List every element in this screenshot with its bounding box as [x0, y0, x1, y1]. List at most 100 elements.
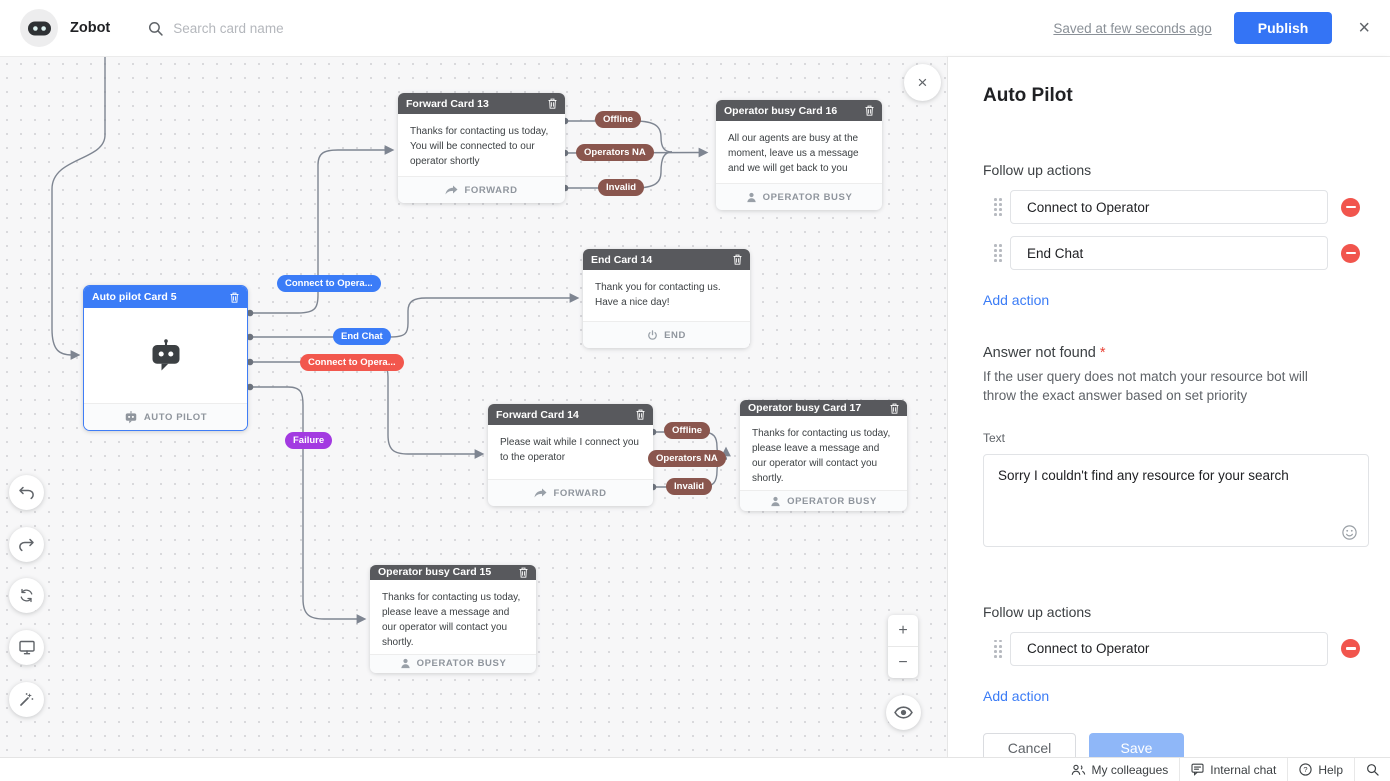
action-row [983, 236, 1368, 270]
action-row [983, 190, 1368, 224]
flow-card-forward-14[interactable]: Forward Card 14 Please wait while I conn… [488, 404, 653, 506]
card-message: Thanks for contacting us today, You will… [410, 126, 549, 167]
action-input[interactable] [1010, 190, 1328, 224]
preview-screen-button[interactable] [9, 630, 44, 665]
text-field-label: Text [983, 430, 1006, 445]
card-title: Operator busy Card 15 [378, 566, 492, 579]
search-icon [149, 21, 163, 36]
branch-label-connect-to-operator[interactable]: Connect to Opera... [277, 275, 381, 292]
answer-not-found-text: Answer not found [983, 345, 1096, 361]
emoji-picker-icon[interactable] [1342, 525, 1357, 540]
card-message: Thank you for contacting us. Have a nice… [595, 282, 721, 308]
delete-card-icon[interactable] [230, 292, 239, 303]
undo-button[interactable] [9, 475, 44, 510]
branch-label-failure[interactable]: Failure [285, 432, 333, 449]
card-title: Forward Card 14 [496, 408, 579, 421]
required-asterisk: * [1099, 345, 1106, 361]
my-colleagues-button[interactable]: My colleagues [1060, 758, 1180, 781]
delete-card-icon[interactable] [865, 105, 874, 116]
action-input[interactable] [1010, 236, 1328, 270]
followup-actions-label: Follow up actions [983, 603, 1092, 620]
svg-text:?: ? [1304, 765, 1308, 774]
auto-pilot-settings-panel: Auto Pilot Follow up actions Add action … [947, 57, 1390, 757]
card-type-label: FORWARD [553, 487, 607, 499]
flow-canvas[interactable]: Forward Card 13 Thanks for contacting us… [0, 57, 947, 757]
forward-icon [445, 185, 458, 195]
zoom-out-button[interactable]: − [898, 653, 908, 671]
flow-card-forward-13[interactable]: Forward Card 13 Thanks for contacting us… [398, 93, 565, 203]
save-status-link[interactable]: Saved at few seconds ago [1053, 20, 1212, 36]
zoom-in-button[interactable]: + [898, 621, 908, 639]
flow-card-operator-busy-17[interactable]: Operator busy Card 17 Thanks for contact… [740, 400, 907, 511]
card-title: Operator busy Card 16 [724, 104, 838, 117]
card-message: Thanks for contacting us today, please l… [752, 428, 891, 485]
remove-action-button[interactable] [1341, 243, 1360, 263]
add-action-link[interactable]: Add action [983, 687, 1050, 704]
add-action-link[interactable]: Add action [983, 292, 1050, 308]
action-input[interactable] [1010, 631, 1328, 666]
flow-card-operator-busy-16[interactable]: Operator busy Card 16 All our agents are… [716, 100, 882, 210]
branch-label-invalid[interactable]: Invalid [598, 179, 645, 196]
save-button[interactable]: Save [1089, 732, 1184, 757]
forward-icon [534, 488, 547, 498]
robot-face-icon [27, 21, 51, 35]
card-message: Please wait while I connect you to the o… [500, 437, 639, 463]
delete-card-icon[interactable] [733, 254, 742, 265]
magic-wand-button[interactable] [9, 682, 44, 717]
colleagues-icon [1071, 764, 1085, 775]
search-input[interactable] [173, 20, 474, 36]
text-field-wrap: Sorry I couldn't find any resource for y… [983, 453, 1369, 552]
delete-card-icon[interactable] [519, 567, 528, 578]
redo-button[interactable] [9, 527, 44, 562]
delete-card-icon[interactable] [636, 409, 645, 420]
action-row [983, 631, 1368, 666]
operator-icon [400, 659, 410, 669]
answer-text-area[interactable]: Sorry I couldn't find any resource for y… [983, 453, 1369, 547]
flow-card-auto-pilot-5[interactable]: Auto pilot Card 5 AUTO PILOT [83, 285, 248, 431]
robot-icon [125, 410, 137, 423]
branch-label-end-chat[interactable]: End Chat [333, 328, 391, 345]
preview-eye-button[interactable] [886, 695, 921, 730]
panel-title: Auto Pilot [983, 85, 1073, 106]
internal-chat-icon [1191, 763, 1204, 776]
help-button[interactable]: ? Help [1287, 758, 1354, 781]
cancel-button[interactable]: Cancel [983, 732, 1076, 757]
search-icon [1367, 764, 1379, 776]
status-bar: My colleagues Internal chat ? Help [0, 757, 1390, 781]
remove-action-button[interactable] [1341, 197, 1360, 217]
card-type-label: FORWARD [464, 184, 518, 196]
divider [888, 646, 918, 647]
remove-action-button[interactable] [1341, 639, 1360, 659]
magic-wand-icon [20, 693, 34, 706]
branch-label-invalid[interactable]: Invalid [666, 478, 713, 495]
drag-handle-icon[interactable] [994, 639, 1002, 658]
answer-not-found-description: If the user query does not match your re… [983, 369, 1308, 403]
global-search-button[interactable] [1354, 758, 1390, 781]
answer-not-found-label: Answer not found * [983, 345, 1368, 361]
flow-card-operator-busy-15[interactable]: Operator busy Card 15 Thanks for contact… [370, 565, 536, 673]
delete-card-icon[interactable] [890, 403, 899, 414]
close-panel-button[interactable]: × [904, 64, 941, 101]
branch-label-offline[interactable]: Offline [664, 422, 711, 439]
publish-button[interactable]: Publish [1233, 12, 1333, 44]
drag-handle-icon[interactable] [994, 198, 1002, 216]
card-type-label: OPERATOR BUSY [762, 191, 853, 203]
drag-handle-icon[interactable] [994, 244, 1002, 262]
operator-icon [746, 192, 756, 202]
card-type-label: OPERATOR BUSY [416, 658, 507, 670]
close-builder-icon[interactable]: × [1358, 17, 1370, 39]
sync-button[interactable] [9, 578, 44, 613]
app-title: Zobot [70, 20, 111, 36]
flow-card-end-14[interactable]: End Card 14 Thank you for contacting us.… [583, 249, 750, 348]
branch-label-offline[interactable]: Offline [595, 111, 642, 128]
branch-label-operators-na[interactable]: Operators NA [648, 450, 726, 467]
branch-label-connect-to-operator-failed[interactable]: Connect to Opera... [300, 354, 404, 371]
redo-icon [19, 538, 34, 551]
power-icon [648, 329, 657, 340]
bot-avatar [20, 9, 58, 47]
card-type-label: OPERATOR BUSY [787, 495, 877, 507]
card-title: End Card 14 [591, 253, 653, 266]
internal-chat-button[interactable]: Internal chat [1179, 758, 1287, 781]
delete-card-icon[interactable] [548, 98, 557, 109]
branch-label-operators-na[interactable]: Operators NA [576, 144, 654, 161]
